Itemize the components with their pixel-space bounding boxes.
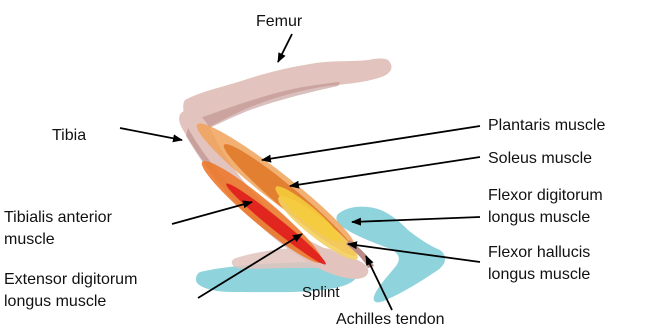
tibia-arrow xyxy=(120,128,182,140)
splint-label: Splint xyxy=(302,283,340,303)
achilles-label: Achilles tendon xyxy=(336,310,445,330)
flexor-hallucis-label-line2: longus muscle xyxy=(488,265,590,285)
plantaris-arrow xyxy=(262,126,480,160)
extensor-digitorum-label-line1: Extensor digitorum xyxy=(4,270,137,290)
flexor-digitorum-label-line2: longus muscle xyxy=(488,208,590,228)
flexor-hallucis-label-line1: Flexor hallucis xyxy=(488,243,590,263)
soleus-arrow xyxy=(290,157,480,186)
tibialis-anterior-label-line1: Tibialis anterior xyxy=(4,208,112,228)
flexor-digitorum-label-line1: Flexor digitorum xyxy=(488,186,603,206)
extensor-digitorum-label-line2: longus muscle xyxy=(4,292,106,312)
femur-arrow xyxy=(278,34,292,62)
plantaris-label: Plantaris muscle xyxy=(488,116,605,136)
tibialis-anterior-label-line2: muscle xyxy=(4,230,55,250)
tibialis-anterior-arrow xyxy=(172,202,252,224)
femur-label: Femur xyxy=(256,12,302,32)
soleus-label: Soleus muscle xyxy=(488,149,592,169)
tibia-label: Tibia xyxy=(52,126,86,146)
